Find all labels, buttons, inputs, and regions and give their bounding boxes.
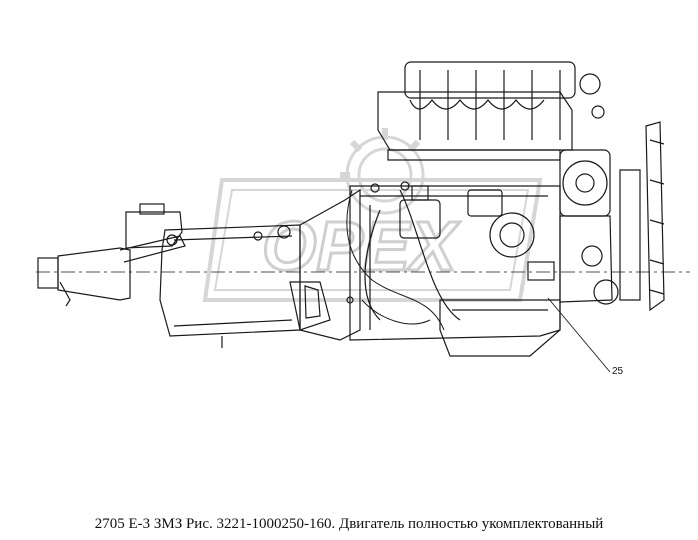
figure-caption: 2705 Е-3 ЗМЗ Рис. 3221-1000250-160. Двиг… — [94, 516, 604, 532]
engine-assembly — [36, 61, 690, 373]
svg-text:OPEX: OPEX — [262, 207, 461, 285]
watermark-logo: OPEX — [202, 128, 543, 302]
callout-label-25: 25 — [612, 366, 624, 377]
